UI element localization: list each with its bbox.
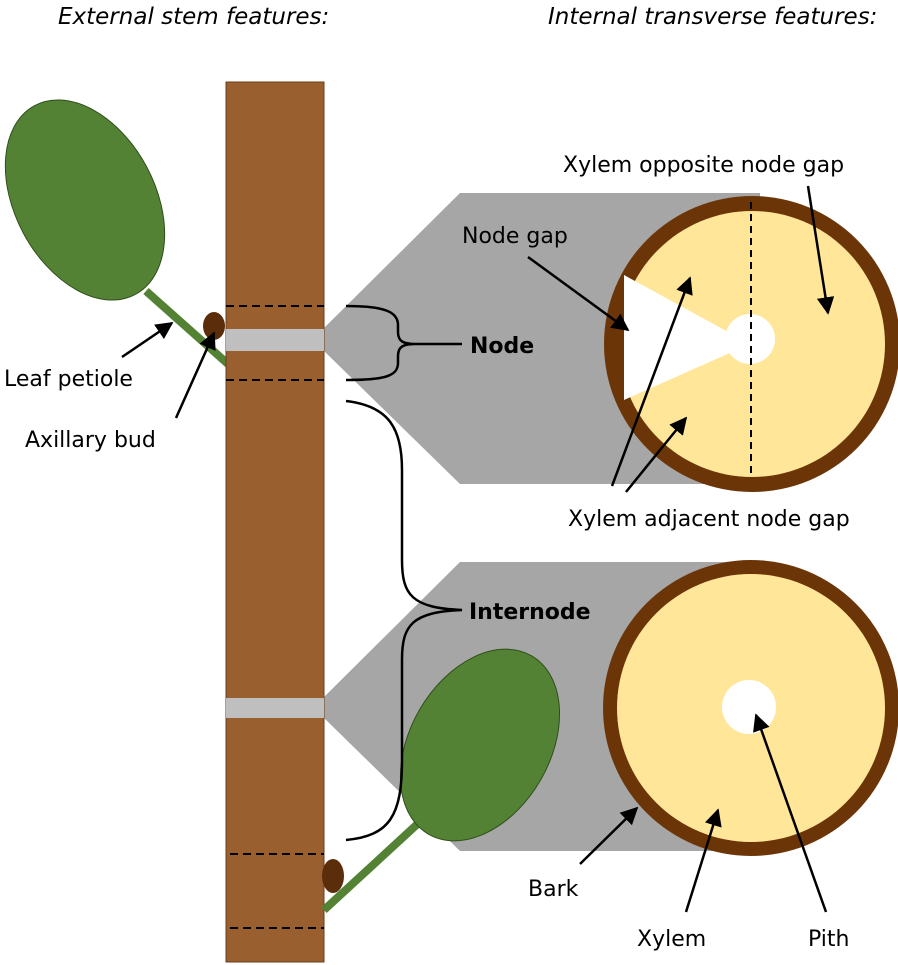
xylem-label: Xylem xyxy=(637,927,706,952)
pith-arrow xyxy=(753,713,828,913)
lower-leaf xyxy=(399,648,561,842)
node-boundary-lines xyxy=(226,305,324,929)
node-band-upper xyxy=(226,329,324,351)
pointer-arrows xyxy=(121,185,835,913)
node-band-lower xyxy=(226,698,324,718)
node-label: Node xyxy=(470,334,534,359)
xylem-adjacent-arrow-2 xyxy=(625,416,688,493)
upper-leaf xyxy=(4,99,166,301)
xylem-adjacent-arrow-1 xyxy=(610,276,693,487)
xylem-opposite-arrow xyxy=(806,185,835,315)
lower-axillary-bud xyxy=(322,859,344,893)
bark-label: Bark xyxy=(528,877,579,902)
stem xyxy=(225,81,325,963)
node-gap-arrow xyxy=(527,255,630,332)
xylem-opposite-label: Xylem opposite node gap xyxy=(563,153,844,178)
xylem-adjacent-label: Xylem adjacent node gap xyxy=(568,507,850,532)
bark-arrow xyxy=(579,806,639,865)
xylem-arrow xyxy=(684,808,722,913)
pith-label: Pith xyxy=(808,927,849,952)
internal-features-header: Internal transverse features: xyxy=(548,4,877,30)
axillary-bud-arrow xyxy=(174,331,216,419)
node-gap-label: Node gap xyxy=(462,224,568,249)
node-gap-bark-bulge xyxy=(606,270,625,420)
upper-petiole xyxy=(143,288,231,367)
leaf-petiole-label: Leaf petiole xyxy=(4,367,133,392)
external-features-header: External stem features: xyxy=(58,4,329,30)
internode-label: Internode xyxy=(469,600,591,625)
lower-petiole xyxy=(321,815,427,913)
leaf-petiole-arrow xyxy=(121,321,174,359)
internode-section-pith xyxy=(722,680,776,734)
axillary-bud-label: Axillary bud xyxy=(25,428,156,453)
internode-brace xyxy=(345,399,463,842)
